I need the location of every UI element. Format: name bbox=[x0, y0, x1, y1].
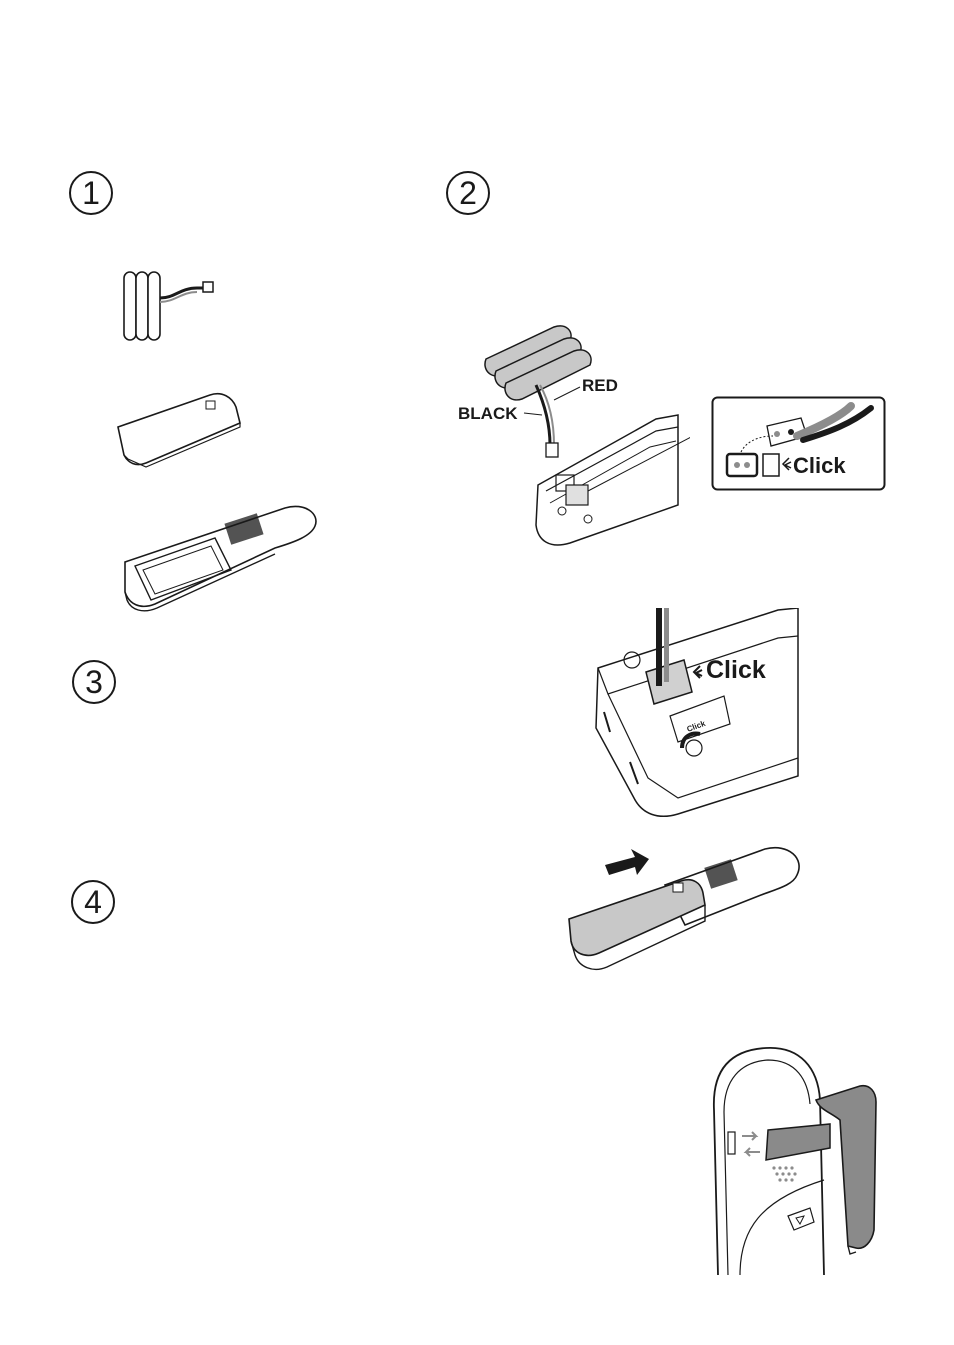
belt-clip-icon bbox=[700, 1040, 880, 1275]
battery-wiring-illustration: RED BLACK bbox=[450, 315, 690, 550]
step-1-number: 1 bbox=[69, 171, 113, 215]
connector-closeup-illustration: Click Click bbox=[588, 608, 802, 822]
handset-back-icon bbox=[115, 500, 330, 620]
black-wire-label: BLACK bbox=[458, 404, 518, 423]
red-wire-label: RED bbox=[582, 376, 618, 395]
slide-cover-illustration bbox=[565, 845, 805, 980]
slide-arrow-icon bbox=[605, 849, 649, 875]
battery-pack-icon bbox=[115, 268, 225, 348]
step-3-number: 3 bbox=[72, 660, 116, 704]
connector-inset-icon: Click bbox=[711, 396, 887, 492]
click-inset-label: Click bbox=[793, 453, 846, 478]
step-2-number: 2 bbox=[446, 171, 490, 215]
step-4-number: 4 bbox=[71, 880, 115, 924]
click-connector-label: Click bbox=[706, 656, 766, 684]
battery-cover-icon bbox=[110, 385, 250, 475]
